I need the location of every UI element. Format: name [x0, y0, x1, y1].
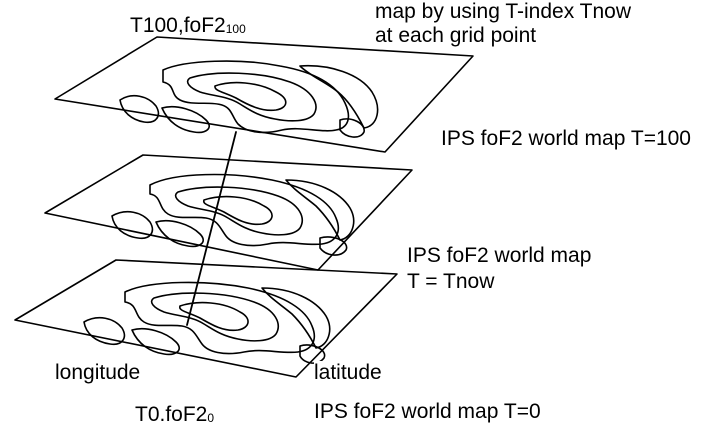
map-t100-label: IPS foF2 world map T=100 [441, 127, 691, 150]
contour-east-1 [261, 287, 331, 349]
contour-west-1 [111, 210, 154, 240]
latitude-axis-label: latitude [314, 361, 382, 385]
interpolation-note: map by using T-index Tnow at each grid p… [375, 0, 631, 48]
map-tnow-label: IPS foF2 world map T = Tnow [407, 243, 591, 295]
contour-east-2 [299, 344, 326, 364]
interpolation-note-line-1: map by using T-index Tnow [375, 0, 632, 23]
plane-outline [54, 36, 474, 153]
contour-mid [174, 186, 303, 236]
map-tnow-label-line-2: T = Tnow [407, 270, 495, 293]
top-formula-label: T100,foF2100 [130, 14, 246, 41]
plane-outline [44, 154, 413, 271]
map-plane-t100 [54, 36, 474, 153]
contour-outer [149, 173, 340, 247]
top-formula-subscript: 100 [225, 22, 246, 36]
map-plane-tnow [44, 154, 413, 271]
contour-mid [186, 72, 317, 122]
map-plane-t0 [14, 259, 398, 378]
contour-inner [214, 81, 287, 112]
contour-mid [150, 292, 279, 342]
contour-inner [202, 195, 273, 226]
contour-west-1 [119, 94, 160, 124]
contour-west-2 [131, 327, 180, 356]
map-tnow-label-line-1: IPS foF2 world map [407, 244, 592, 267]
top-formula-main: T100,foF2 [130, 14, 226, 37]
map-t0-label: IPS foF2 world map T=0 [314, 400, 541, 423]
contour-west-2 [161, 105, 210, 134]
contour-outer [124, 281, 316, 355]
contour-west-1 [83, 316, 126, 346]
contour-outer [162, 60, 350, 134]
bottom-formula-label: T0.foF20 [135, 403, 214, 430]
plane-outline [14, 259, 398, 378]
bottom-formula-subscript: 0 [207, 411, 215, 425]
contour-west-2 [155, 219, 204, 248]
contour-east-2 [319, 236, 348, 256]
grid-point-connector-line [186, 131, 237, 326]
longitude-axis-label: longitude [55, 361, 141, 385]
bottom-formula-main: T0.foF2 [135, 403, 208, 426]
contour-east-2 [339, 118, 365, 138]
interpolation-note-line-2: at each grid point [375, 24, 537, 47]
